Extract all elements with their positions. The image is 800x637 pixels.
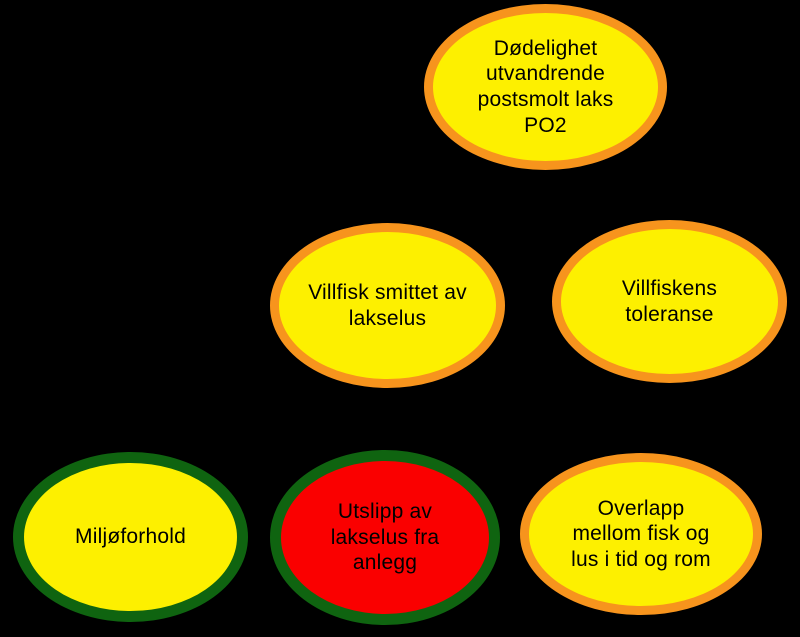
node-label: Miljøforhold [75, 525, 186, 549]
node-villfiskens-toleranse: Villfiskens toleranse [552, 220, 787, 383]
node-label: Dødelighet utvandrende postsmolt laks PO… [477, 36, 614, 137]
node-villfisk-smittet-av-lakselus: Villfisk smittet av lakselus [270, 223, 505, 388]
node-label: Villfisk smittet av lakselus [308, 280, 467, 330]
node-utslipp-av-lakselus-fra-anlegg: Utslipp av lakselus fra anlegg [270, 450, 500, 625]
node-label: Overlapp mellom fisk og lus i tid og rom [571, 496, 711, 571]
node-overlapp-mellom-fisk-og-lus-i-tid-og-rom: Overlapp mellom fisk og lus i tid og rom [520, 453, 762, 615]
node-label: Utslipp av lakselus fra anlegg [330, 500, 440, 575]
node-miljoforhold: Miljøforhold [13, 452, 248, 622]
node-label: Villfiskens toleranse [621, 276, 718, 326]
node-dodelighet-utvandrende-postsmolt-laks-po2: Dødelighet utvandrende postsmolt laks PO… [424, 4, 667, 170]
